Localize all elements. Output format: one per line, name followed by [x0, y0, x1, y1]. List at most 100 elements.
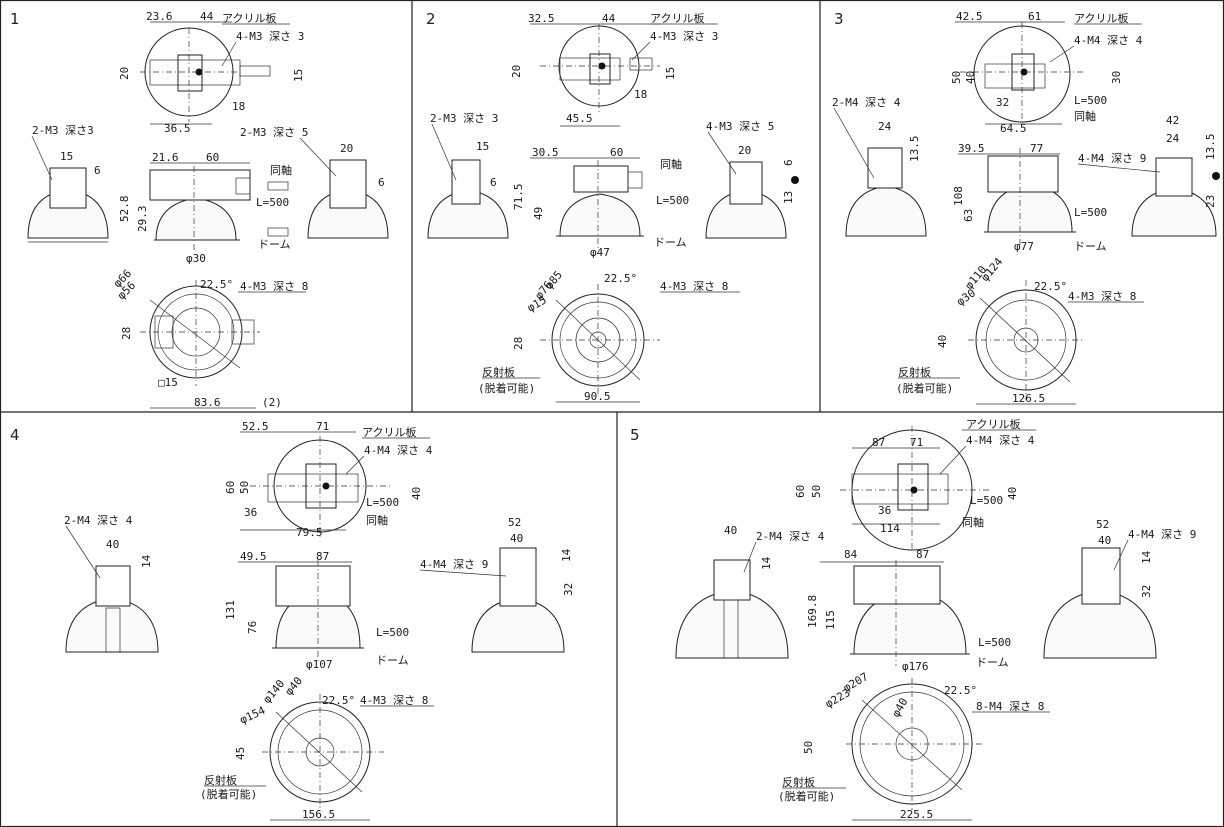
dimension-label: 50 [810, 485, 823, 498]
dimension-label: 4 [10, 426, 20, 444]
dimension-label: 49 [532, 207, 545, 220]
panel-number: 1 [10, 10, 20, 28]
panel-5: 5 87 71 アクリル板 4-M4 深さ 4 60 50 40 36 114 … [630, 417, 1196, 821]
dimension-label: φ107 [306, 658, 333, 671]
dome-front [155, 197, 237, 241]
dimension-label: 22.5° [200, 278, 233, 291]
dimension-label: 5 [630, 426, 640, 444]
dimension-label: 24 [878, 120, 892, 133]
dimension-label: 71 [316, 420, 329, 433]
dimension-label: アクリル板 [966, 417, 1020, 431]
dimension-label: 2-M4 深さ 4 [832, 96, 901, 109]
dimension-label: 4-M3 深さ 8 [660, 280, 728, 293]
dimension-label: 6 [490, 176, 497, 189]
dimension-label: 22.5° [604, 272, 637, 285]
dimension-label: φ77 [1014, 240, 1034, 253]
dimension-label: 13 [782, 191, 795, 204]
dimension-label: 52 [508, 516, 521, 529]
dimension-label: 40 [964, 71, 977, 84]
dimension-label: (2) [262, 396, 282, 409]
dimension-label: 29.3 [136, 206, 149, 233]
dimension-label: 131 [224, 600, 237, 620]
dimension-label: 114 [880, 522, 900, 535]
dimension-label: 64.5 [1000, 122, 1027, 135]
dimension-label: 50 [802, 741, 815, 754]
dimension-label: 90.5 [584, 390, 611, 403]
dimension-label: φ176 [902, 660, 929, 673]
dimension-label: 87 [316, 550, 329, 563]
dimension-label: 反射板 [898, 365, 931, 379]
dimension-label: 同軸 [660, 157, 682, 171]
dimension-label: ドーム [258, 238, 291, 251]
dimension-label: φ223 [823, 686, 852, 711]
dimension-label: 42 [1166, 114, 1179, 127]
dimension-label: 71.5 [512, 184, 525, 211]
dimension-label: 20 [510, 65, 523, 78]
dimension-label: 77 [1030, 142, 1043, 155]
dimension-label: 60 [794, 485, 807, 498]
dimension-label: アクリル板 [1074, 11, 1128, 25]
dimension-label: 20 [738, 144, 751, 157]
dimension-label: ドーム [1074, 240, 1107, 253]
dimension-label: 169.8 [806, 595, 819, 628]
dimension-label: 4-M4 深さ 4 [364, 444, 433, 457]
dimension-label: 14 [560, 548, 573, 562]
dimension-label: L=500 [366, 496, 399, 509]
dimension-label: 18 [232, 100, 245, 113]
dimension-label: L=500 [970, 494, 1003, 507]
center-dot [195, 68, 203, 76]
dimension-label: 4-M3 深さ 3 [650, 30, 718, 43]
dimension-label: φ30 [954, 286, 978, 308]
dimension-label: (脱着可能) [200, 787, 257, 801]
dimension-label: 6 [94, 164, 101, 177]
dimension-label: 36 [244, 506, 257, 519]
dimension-label: 反射板 [782, 775, 815, 789]
dimension-label: 14 [760, 556, 773, 570]
housing-front [149, 169, 251, 201]
dimension-label: L=500 [376, 626, 409, 639]
dimension-label: 79.5 [296, 526, 323, 539]
dimension-label: 40 [724, 524, 737, 537]
dimension-label: 18 [634, 88, 647, 101]
dimension-label: 2-M4 深さ 4 [756, 530, 825, 543]
dimension-label: 22.5° [322, 694, 355, 707]
dimension-label: 4-M3 深さ 8 [240, 280, 308, 293]
dimension-label: 13.5 [1204, 134, 1217, 161]
dimension-label: 14 [1140, 550, 1153, 564]
dimension-label: 4-M4 深さ 4 [966, 434, 1035, 447]
dimension-label: ドーム [654, 236, 687, 249]
panel-4: 4 52.5 71 アクリル板 4-M4 深さ 4 60 50 40 36 79… [10, 420, 575, 821]
dimension-label: (脱着可能) [478, 381, 535, 395]
dimension-label: 32 [996, 96, 1009, 109]
dimension-label: 63 [962, 209, 975, 222]
dimension-label: 71 [910, 436, 923, 449]
dimension-label: 60 [224, 481, 237, 494]
dimension-label: 60 [610, 146, 623, 159]
dimension-label: 15 [60, 150, 73, 163]
dimension-label: (脱着可能) [778, 789, 835, 803]
mount-right [329, 159, 367, 209]
dimension-label: 3 [834, 10, 844, 28]
dimension-label: 32.5 [528, 12, 555, 25]
dimension-label: L=500 [1074, 206, 1107, 219]
dimension-label: アクリル板 [650, 11, 704, 25]
dimension-label: ドーム [376, 654, 409, 667]
dimension-label: 40 [1098, 534, 1111, 547]
dimension-label: 108 [952, 186, 965, 206]
dimension-label: 36.5 [164, 122, 191, 135]
panel-3: 3 42.5 61 アクリル板 4-M4 深さ 4 50 40 30 32 64… [832, 10, 1220, 405]
dimension-label: 60 [206, 151, 219, 164]
dimension-label: 52 [1096, 518, 1109, 531]
dimension-label: 6 [378, 176, 385, 189]
dimension-label: L=500 [256, 196, 289, 209]
mount-left [49, 167, 87, 209]
dimension-label: 4-M3 深さ 8 [1068, 290, 1136, 303]
dimension-label: L=500 [978, 636, 1011, 649]
dimension-label: 44 [602, 12, 616, 25]
dimension-label: 20 [340, 142, 353, 155]
dimension-label: 4-M3 深さ 5 [706, 120, 774, 133]
dimension-label: 156.5 [302, 808, 335, 821]
dimension-label: 4-M4 深さ 4 [1074, 34, 1143, 47]
